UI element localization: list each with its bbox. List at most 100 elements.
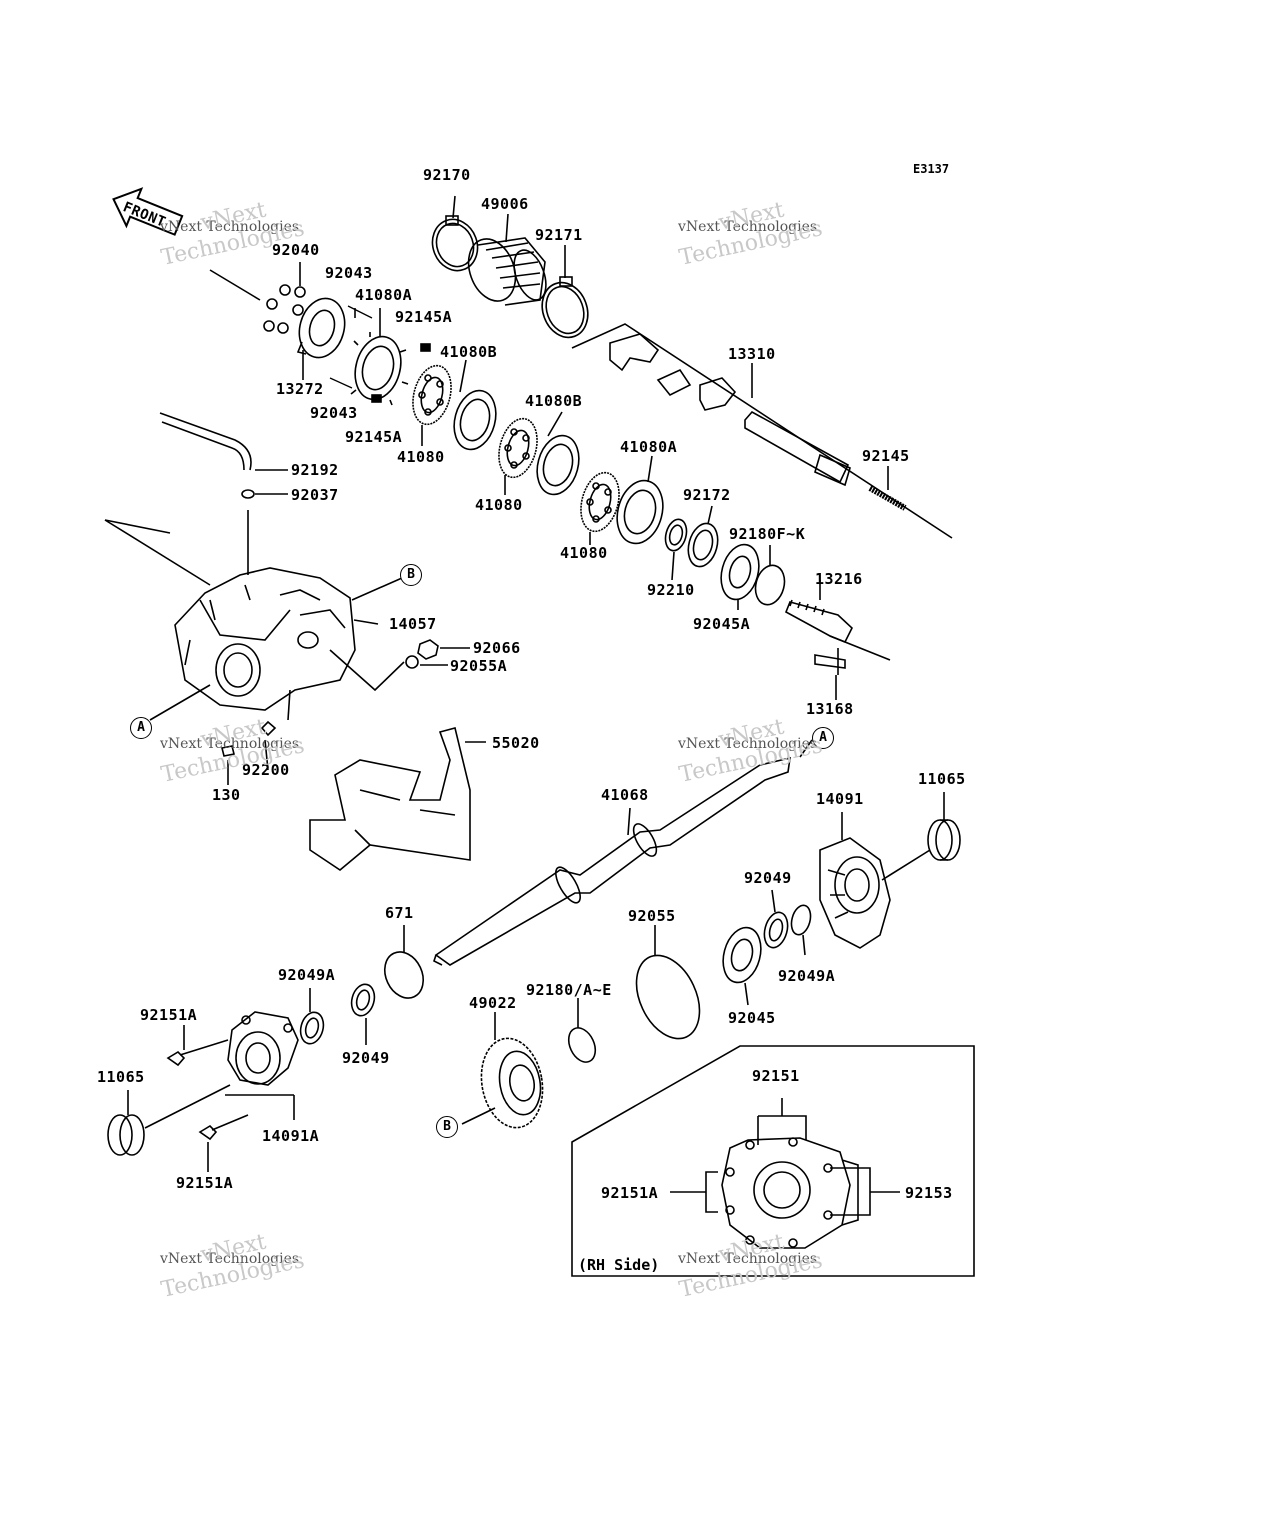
inset-note: (RH Side): [578, 1256, 660, 1274]
spring-92145a-icon: [420, 343, 431, 352]
friction-disc-41080-icon: [412, 364, 452, 426]
ring-92049a-left-icon: [299, 1011, 325, 1045]
label-130: 130: [212, 786, 241, 804]
label-92145a-1: 92145A: [395, 308, 453, 326]
label-13310: 13310: [728, 345, 776, 363]
cover-14091-icon: [819, 837, 891, 949]
seal-92172-icon: [687, 522, 719, 568]
clutch-plate-41080a-2-icon: [616, 479, 664, 545]
label-92049a-right: 92049A: [778, 967, 836, 985]
pinion-13216-icon: [784, 580, 891, 661]
label-41068: 41068: [601, 786, 649, 804]
boot-49006-icon: [467, 237, 547, 306]
breather-hose-92192-icon: [159, 412, 255, 499]
label-49022: 49022: [469, 994, 517, 1012]
label-92049-left: 92049: [342, 1049, 390, 1067]
bearing-92045-icon: [722, 926, 762, 984]
label-92055a: 92055A: [450, 657, 508, 675]
label-41080a-1: 41080A: [355, 286, 413, 304]
label-49006: 49006: [481, 195, 529, 213]
seal-92049-icon: [763, 911, 789, 949]
label-92045: 92045: [728, 1009, 776, 1027]
label-41080a-2: 41080A: [620, 438, 678, 456]
seal-11065-icon: [927, 819, 961, 861]
label-55020: 55020: [492, 734, 540, 752]
label-92037: 92037: [291, 486, 339, 504]
propeller-shaft-41068-icon: [433, 756, 791, 966]
callout-a-left: A: [130, 717, 152, 739]
label-92192: 92192: [291, 461, 339, 479]
label-92055: 92055: [628, 907, 676, 925]
o-ring-92055a-icon: [405, 655, 419, 669]
nut-92066-icon: [417, 639, 439, 660]
diagram-code: E3137: [913, 162, 950, 176]
seal-11065-left-icon: [107, 1114, 145, 1156]
label-92040: 92040: [272, 241, 320, 259]
label-92180ae: 92180/A~E: [526, 981, 612, 999]
label-13216: 13216: [815, 570, 863, 588]
hose-clamp-92170-icon: [431, 215, 479, 272]
label-14057: 14057: [389, 615, 437, 633]
hose-clamp-92171-icon: [541, 276, 589, 339]
label-11065-left: 11065: [97, 1068, 145, 1086]
label-92043-b: 92043: [310, 404, 358, 422]
label-41080-1: 41080: [397, 448, 445, 466]
plate-13272-icon: [296, 297, 346, 359]
bracket-55020-icon: [309, 727, 471, 871]
bearing-92045a-icon: [720, 543, 760, 601]
ring-92049a-icon: [790, 904, 812, 936]
label-92151a-top: 92151A: [140, 1006, 198, 1024]
callout-b-top: B: [400, 564, 422, 586]
ring-92180fk-icon: [754, 564, 786, 606]
label-92200: 92200: [242, 761, 290, 779]
o-ring-92055-icon: [635, 954, 701, 1040]
seal-92049-left-icon: [350, 983, 376, 1017]
label-92210: 92210: [647, 581, 695, 599]
clutch-plate-41080a-icon: [350, 332, 409, 406]
label-14091a: 14091A: [262, 1127, 320, 1145]
label-41080-3: 41080: [560, 544, 608, 562]
friction-disc-41080-2-icon: [498, 417, 538, 479]
label-92172: 92172: [683, 486, 731, 504]
ring-92210-icon: [664, 518, 688, 552]
ring-gear-49022-icon: [480, 1037, 544, 1129]
bolt-130-icon: [221, 745, 235, 757]
label-11065-right: 11065: [918, 770, 966, 788]
label-92049a-left: 92049A: [278, 966, 336, 984]
label-92043-a: 92043: [325, 264, 373, 282]
drive-shaft-13310-icon: [571, 323, 953, 539]
label-92153-inset: 92153: [905, 1184, 953, 1202]
bolt-92151a-lower-icon: [198, 1114, 249, 1141]
label-671: 671: [385, 904, 414, 922]
label-92151a-inset: 92151A: [601, 1184, 659, 1202]
clutch-plate-41080b-2-icon: [536, 434, 580, 496]
friction-disc-41080-3-icon: [580, 471, 620, 533]
ball-92040-icon: [263, 284, 306, 334]
label-92066: 92066: [473, 639, 521, 657]
label-92171: 92171: [535, 226, 583, 244]
callout-a-right: A: [812, 727, 834, 749]
label-92145a-2: 92145A: [345, 428, 403, 446]
shim-92180-icon: [567, 1027, 597, 1063]
label-92151-inset: 92151: [752, 1067, 800, 1085]
o-ring-671-icon: [383, 951, 425, 999]
label-92180fk: 92180F~K: [729, 525, 806, 543]
label-13272: 13272: [276, 380, 324, 398]
callout-b-bottom: B: [436, 1116, 458, 1138]
bolt-92151a-icon: [166, 1039, 229, 1067]
label-41080b-2: 41080B: [525, 392, 583, 410]
cover-14091a-icon: [227, 1011, 299, 1086]
front-arrow-icon: [112, 187, 184, 236]
label-41080b-1: 41080B: [440, 343, 498, 361]
differential-case-14057-icon: [174, 567, 356, 711]
label-92145: 92145: [862, 447, 910, 465]
label-92170: 92170: [423, 166, 471, 184]
rh-side-inset: [571, 1045, 975, 1277]
spring-92145-icon: [868, 485, 907, 511]
label-14091: 14091: [816, 790, 864, 808]
label-92049-right: 92049: [744, 869, 792, 887]
rh-side-cover-icon: [721, 1137, 859, 1249]
label-92151a-bottom: 92151A: [176, 1174, 234, 1192]
bolt-92200-icon: [260, 720, 277, 737]
